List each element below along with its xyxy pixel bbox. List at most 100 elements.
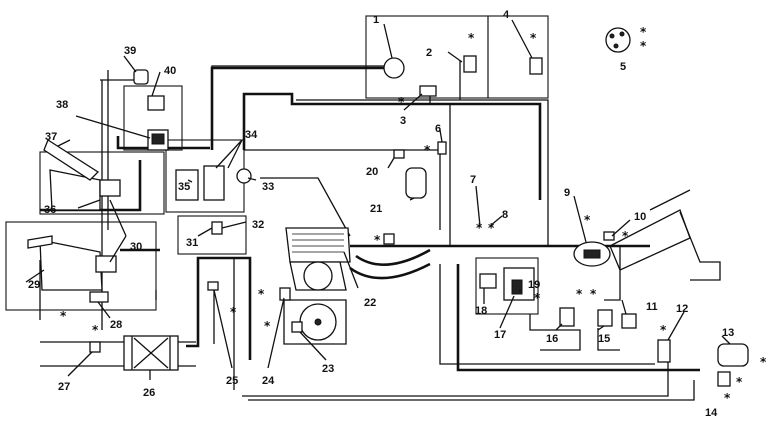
- valve-14: [717, 371, 731, 387]
- callout-9: 9: [564, 187, 570, 199]
- callout-37: 37: [45, 131, 57, 143]
- callout-26: 26: [143, 387, 155, 399]
- sensor-23: [291, 321, 303, 333]
- filter-21: [405, 167, 427, 199]
- callout-36: 36: [44, 204, 56, 216]
- star-marker: *: [736, 375, 743, 389]
- valve-16: [559, 307, 575, 327]
- star-marker: *: [640, 39, 647, 53]
- panel-outlines: [5, 15, 549, 315]
- callout-11: 11: [646, 301, 658, 313]
- star-marker: *: [724, 391, 731, 405]
- callout-29: 29: [28, 279, 40, 291]
- callout-38: 38: [56, 99, 68, 111]
- callout-5: 5: [620, 61, 626, 73]
- callout-30: 30: [130, 241, 142, 253]
- callout-24: 24: [262, 375, 275, 387]
- filler-37: [43, 139, 100, 181]
- valve-12: [657, 339, 671, 363]
- callout-15: 15: [598, 333, 610, 345]
- sensor-25: [207, 281, 219, 291]
- valve-3: [419, 85, 437, 97]
- star-marker: *: [534, 291, 541, 305]
- control-unit-35: [175, 169, 199, 201]
- sensor-24: [279, 287, 291, 301]
- callout-35: 35: [178, 181, 190, 193]
- star-markers: * * * * * * * * * * * * * * * * * * * * …: [60, 25, 767, 405]
- callout-numbers: 1 2 3 4 5 6 7 8 9 10 11 12 13 14 15 16 1…: [28, 9, 734, 419]
- callout-27: 27: [58, 381, 70, 393]
- star-marker: *: [576, 287, 583, 301]
- valve-18: [479, 273, 497, 289]
- valve-15: [597, 309, 613, 327]
- callout-6: 6: [435, 123, 441, 135]
- callout-12: 12: [676, 303, 688, 315]
- callout-14: 14: [705, 407, 718, 419]
- star-marker: *: [660, 323, 667, 337]
- valve-7: [383, 233, 395, 245]
- star-marker: *: [60, 309, 67, 323]
- solenoid-valve-2: [463, 55, 477, 73]
- star-marker: *: [530, 31, 537, 45]
- actuator-13: [717, 343, 749, 367]
- switch-10: [603, 231, 615, 241]
- sensor-11: [621, 313, 637, 329]
- star-marker: *: [374, 233, 381, 247]
- star-marker: *: [264, 319, 271, 333]
- check-valve-6: [437, 141, 447, 155]
- hose-routing: [39, 60, 700, 401]
- star-marker: *: [476, 221, 483, 235]
- engine-intake: [285, 227, 351, 263]
- valve-30b: [95, 255, 117, 273]
- callout-4: 4: [503, 9, 510, 21]
- charcoal-canister-29: [39, 239, 103, 291]
- star-marker: *: [230, 305, 237, 319]
- control-unit-34: [203, 165, 225, 201]
- callout-8: 8: [502, 209, 508, 221]
- star-marker: *: [92, 323, 99, 337]
- star-marker: *: [424, 143, 431, 157]
- callout-17: 17: [494, 329, 506, 341]
- callout-31: 31: [186, 237, 198, 249]
- callout-21: 21: [370, 203, 382, 215]
- valve-32: [211, 221, 223, 235]
- callout-39: 39: [124, 45, 136, 57]
- callout-3: 3: [400, 115, 406, 127]
- leader-lines: [25, 19, 731, 380]
- sensor-27: [89, 341, 101, 353]
- callout-18: 18: [475, 305, 487, 317]
- plug-39: [133, 69, 149, 85]
- callout-32: 32: [252, 219, 264, 231]
- solenoid-valve-4: [529, 57, 543, 75]
- valve-20: [393, 149, 405, 159]
- star-marker: *: [590, 287, 597, 301]
- star-marker: *: [584, 213, 591, 227]
- components: [27, 27, 749, 387]
- callout-28: 28: [110, 319, 122, 331]
- callout-33: 33: [262, 181, 274, 193]
- star-marker: *: [760, 355, 767, 369]
- valve-40: [147, 95, 165, 111]
- star-marker: *: [468, 31, 475, 45]
- star-marker: *: [640, 25, 647, 39]
- valve-30a: [99, 179, 121, 197]
- callout-13: 13: [722, 327, 734, 339]
- callout-1: 1: [373, 14, 379, 26]
- callout-19: 19: [528, 279, 540, 291]
- vacuum-reservoir: [383, 57, 405, 79]
- callout-20: 20: [366, 166, 378, 178]
- callout-2: 2: [426, 47, 432, 59]
- connector-plug: [605, 27, 631, 53]
- callout-34: 34: [245, 129, 258, 141]
- canister-36: [49, 169, 101, 211]
- callout-25: 25: [226, 375, 238, 387]
- valve-28: [89, 291, 109, 303]
- sensor-33: [236, 168, 252, 184]
- callout-16: 16: [546, 333, 558, 345]
- star-marker: *: [398, 95, 405, 109]
- star-marker: *: [622, 229, 629, 243]
- callout-23: 23: [322, 363, 334, 375]
- star-marker: *: [258, 287, 265, 301]
- callout-10: 10: [634, 211, 646, 223]
